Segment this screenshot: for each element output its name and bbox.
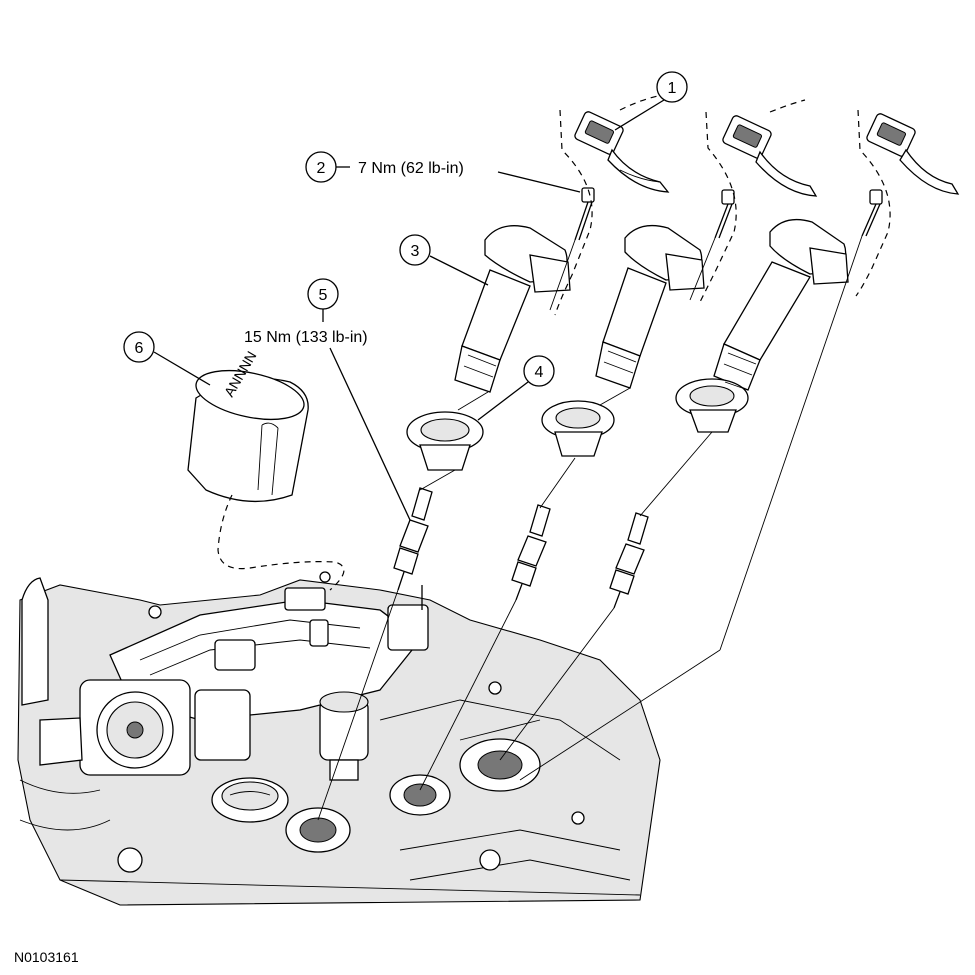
ignition-coil-2 (511, 115, 818, 601)
callout-4-label: 4 (535, 364, 544, 381)
figure-id: N0103161 (14, 949, 79, 965)
coil-connector-3 (866, 113, 960, 195)
spark-plug-well-1 (285, 807, 351, 853)
callout-2-leader (497, 171, 581, 193)
callout-4-circle (523, 355, 555, 387)
connector-top-dashed-2 (769, 99, 806, 113)
torque-spark-plug-spec: 15 Nm (133 lb-in) (244, 329, 368, 346)
spark-plug-2 (511, 504, 551, 601)
coil-bolt-1 (574, 187, 595, 241)
torque-bolt-spec: 7 Nm (62 lb-in) (358, 160, 464, 177)
oil-filler-cap (211, 777, 289, 823)
coil-seal-3 (675, 378, 749, 433)
coil-seal-2 (541, 400, 615, 457)
throttle-body (79, 639, 256, 776)
coil-connector-2 (722, 115, 818, 197)
callout-6-label: 6 (135, 340, 144, 357)
callout-5-label: 5 (319, 287, 328, 304)
callout-3-label: 3 (411, 243, 420, 260)
coil-seal-1 (406, 411, 484, 471)
tool-to-well-dashed-path (217, 494, 345, 591)
coil-bolt-3 (861, 189, 883, 237)
callout-1-label: 1 (668, 80, 677, 97)
engine-assembly (17, 571, 661, 906)
callout-1-circle (656, 71, 688, 103)
callout-4-leader (477, 381, 529, 421)
coil-bolt-2 (714, 189, 735, 239)
spark-plug-1 (393, 487, 433, 591)
callout-2-label: 2 (317, 160, 326, 177)
spark-plug-socket-tool: ANNNN (187, 348, 309, 503)
callout-6-circle (123, 331, 155, 363)
connector-3-dashed-path (855, 109, 891, 297)
alignment-lines (317, 235, 863, 821)
spark-plug-well-2 (389, 774, 451, 816)
callout-3-circle (399, 234, 431, 266)
spark-plug-well-3 (459, 738, 541, 792)
callout-6-leader (153, 351, 211, 386)
ignition-coil-1 (393, 111, 670, 591)
coil-connector-1 (574, 111, 670, 193)
callout-3-leader (429, 255, 489, 286)
callout-1-leader (614, 99, 665, 131)
connector-2-dashed-path (699, 111, 737, 303)
ignition-coil-3 (609, 113, 960, 609)
callout-5-leader (329, 347, 411, 521)
connector-1-dashed-path (554, 109, 593, 316)
spark-plug-3 (609, 512, 649, 609)
connector-top-dashed-1 (619, 95, 659, 111)
